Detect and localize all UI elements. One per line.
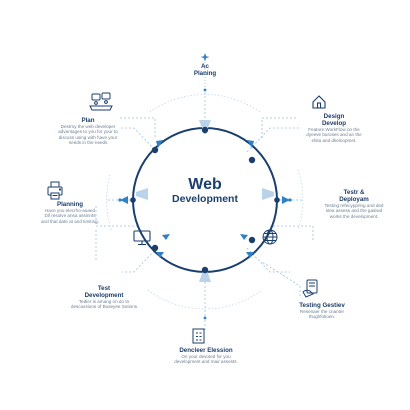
stage-bottom-title: Dencleer Elession [179, 347, 233, 354]
stage-top-title-2: Planing [193, 70, 217, 77]
stage-top-title-1: Ac [201, 63, 209, 70]
node-left [130, 197, 136, 203]
stage-planning-desc-3: and that date at and timiting. [41, 218, 99, 224]
team-meeting-icon [89, 92, 113, 111]
stage-bottom-desc-1: On your devoted for you [181, 354, 231, 359]
stage-testing-deploy: Testr & Deployam Testing refecyppring an… [316, 189, 392, 219]
building-icon [192, 328, 205, 344]
stage-test-dev-title-1: Test [97, 285, 111, 292]
stage-testing-deploy-desc-3: works the development. [329, 213, 379, 219]
stage-testing-deploy-title-1: Testr & [343, 189, 365, 196]
node-top [201, 126, 209, 134]
node-lower-left [151, 244, 159, 252]
center-title-line2: Development [172, 193, 238, 205]
stage-testing-deploy-desc-1: Testing refecyppring and ded [324, 203, 384, 208]
stage-planning: Planning Hace you elecrho-aoaed Dif reso… [32, 201, 108, 224]
stage-bottom: Dencleer Elession On your devoted for yo… [160, 347, 252, 365]
stage-design-desc-1: Feature WorkFlow on the [308, 127, 360, 132]
stage-test-dev-desc-2: descussions of Buseyee Sotions [70, 304, 138, 310]
printer-icon [47, 181, 63, 200]
house-icon [312, 95, 326, 109]
stage-testing-gestiev-desc-1: Resenaer the cnanter [299, 309, 345, 314]
center-title: Web Development [155, 176, 255, 206]
connector-lines [95, 62, 314, 330]
funnel-marks [136, 120, 274, 282]
ring-nodes [130, 126, 280, 274]
stage-bottom-desc-2: development and mair assests. [174, 359, 238, 365]
stage-testing-deploy-desc-2: stea assess and the gasiwd [325, 208, 383, 214]
connector-dots [118, 88, 292, 320]
stage-plan-desc-4: needs in the needs [68, 140, 108, 146]
stage-planning-desc-1: Hace you elecrho-aoaed [44, 208, 96, 213]
center-title-line1: Web [188, 176, 222, 193]
stage-testing-deploy-title-2: Deployam [339, 196, 369, 203]
globe-icon [262, 229, 278, 245]
node-lower-right [248, 236, 256, 244]
stage-planning-desc-2: Dif resolve ansa assinnts [44, 213, 96, 219]
stage-test-dev-title-2: Development [84, 292, 124, 299]
stage-plan: Plan Destroy the web developer advantage… [48, 117, 128, 146]
stage-design-title-1: Design [323, 113, 345, 120]
stage-design-desc-2: dyeeve buroses and an the [306, 132, 362, 138]
stage-test-dev-desc-1: Tedler is amang on do to [78, 299, 130, 304]
stage-planning-title: Planning [56, 201, 84, 208]
node-upper-right [248, 156, 256, 164]
monitor-icon [133, 230, 151, 246]
stage-plan-desc-1: Destroy the web developer [60, 124, 116, 129]
stage-plan-desc-2: advantages to you for your to [58, 129, 118, 135]
stage-plan-title: Plan [81, 117, 95, 124]
outer-dotted-ring [106, 94, 304, 310]
node-upper-left [151, 146, 159, 154]
stage-top: Ac Planing [180, 63, 230, 77]
stage-design: Design Develop Feature WorkFlow on the d… [296, 113, 372, 143]
node-right [274, 197, 280, 203]
stage-testing-gestiev-title: Testing Gestiev [299, 302, 345, 309]
stage-test-dev: Test Development Tedler is amang on do t… [58, 285, 150, 310]
stage-testing-gestiev-desc-2: thughfotioen. [308, 314, 336, 320]
sparkle-icon [200, 53, 210, 62]
stage-testing-gestiev: Testing Gestiev Resenaer the cnanter thu… [282, 302, 362, 320]
node-bottom [201, 266, 209, 274]
hand-document-icon [302, 279, 318, 298]
stage-design-title-2: Develop [321, 120, 347, 127]
stage-design-desc-3: shita and dkeloopmet. [311, 137, 357, 143]
stage-plan-desc-3: discuss using with have your [58, 134, 118, 140]
arrowheads [120, 140, 290, 258]
